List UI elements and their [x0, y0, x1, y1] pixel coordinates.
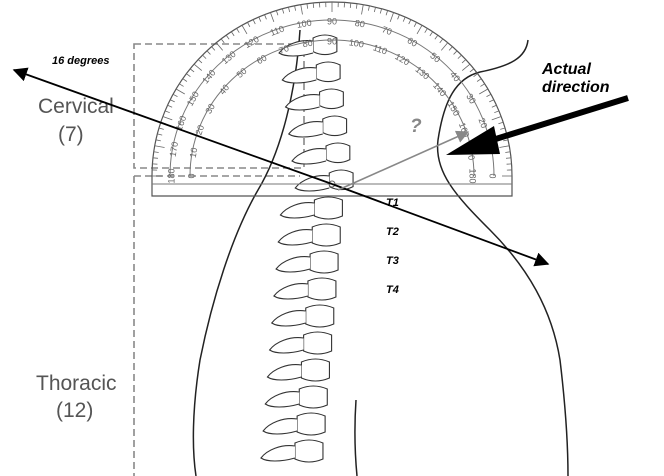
inner-scale-label-10: 100: [348, 37, 365, 49]
outer-scale-label-1: 170: [168, 141, 180, 158]
measured-direction-arrow: [337, 130, 470, 191]
inner-scale-label-4: 40: [217, 82, 231, 96]
inner-scale-label-9: 90: [327, 36, 337, 46]
vertebra-process: [279, 202, 315, 219]
actual-direction-arrow: [446, 95, 629, 155]
vertebra-process: [277, 229, 313, 246]
inner-scale-label-12: 120: [393, 51, 411, 67]
thoracic-count: (12): [56, 399, 93, 422]
vertebra-process: [273, 283, 309, 300]
body-outline: [192, 29, 569, 476]
outer-scale-label-8: 100: [296, 17, 313, 29]
inner-scale-label-14: 140: [431, 80, 448, 98]
vertebra-body: [300, 358, 330, 382]
inner-scale-label-18: 180: [468, 168, 478, 183]
inner-scale-label-0: 0: [186, 173, 196, 178]
vertebra-body: [296, 412, 326, 436]
vertebra-process: [266, 364, 302, 381]
vertebra-body: [294, 439, 324, 463]
vertebra-process: [268, 337, 304, 354]
inner-scale-label-1: 10: [188, 147, 200, 159]
vertebra-process: [275, 256, 311, 273]
vertebra-process: [284, 94, 320, 111]
outer-scale-label-15: 30: [464, 92, 478, 106]
cervical-label: Cervical: [38, 95, 114, 118]
vertebra-process: [264, 391, 300, 408]
outer-scale-label-14: 40: [448, 70, 462, 84]
vertebra-body: [309, 250, 339, 274]
vertebra-label-t3: T3: [386, 255, 399, 267]
thoracic-label: Thoracic: [36, 372, 117, 395]
vertebra-process: [281, 67, 317, 84]
outer-scale-label-6: 120: [243, 34, 261, 50]
inner-scale-label-2: 20: [193, 124, 206, 137]
vertebra-process: [262, 418, 298, 435]
reference-direction-arrow-tail: [331, 183, 550, 267]
inner-scale-label-5: 50: [235, 66, 249, 80]
angle-label: 16 degrees: [52, 55, 109, 67]
inner-scale-label-8: 80: [302, 38, 314, 50]
outer-scale-label-18: 0: [488, 173, 498, 178]
vertebra-body: [325, 142, 351, 164]
actual-direction-label-line2: direction: [542, 79, 610, 96]
inner-scale-label-11: 110: [372, 42, 389, 56]
outer-scale-label-9: 90: [327, 16, 337, 26]
vertebra-body: [318, 88, 344, 110]
vertebra-body: [315, 61, 341, 83]
vertebra-body: [298, 385, 328, 409]
vertebra-body: [313, 196, 343, 220]
reference-direction-arrow: [12, 67, 333, 185]
vertebra-body: [322, 115, 348, 137]
outer-scale-label-16: 20: [477, 117, 490, 130]
vertebra-label-t1: T1: [386, 197, 399, 209]
outer-scale-label-2: 160: [174, 114, 189, 132]
outer-scale-label-3: 150: [185, 90, 201, 108]
vertebra-process: [287, 121, 323, 138]
vertebra-body: [303, 331, 333, 355]
outer-scale-label-11: 70: [381, 24, 394, 37]
outer-scale-label-7: 110: [269, 24, 286, 38]
cervical-count: (7): [58, 123, 84, 146]
actual-direction-label-line1: Actual: [541, 61, 591, 78]
vertebra-label-t4: T4: [386, 284, 399, 296]
outer-scale-label-0: 180: [166, 168, 176, 183]
vertebra-body: [305, 304, 335, 328]
outer-scale-label-13: 50: [428, 51, 442, 65]
cervical-region-box: [133, 43, 305, 169]
spine-column: [260, 34, 354, 463]
inner-scale-label-6: 60: [255, 53, 269, 67]
inner-scale-label-3: 30: [203, 102, 217, 116]
outer-scale-label-4: 140: [200, 68, 217, 86]
vertebra-process: [270, 310, 306, 327]
vertebra-process: [278, 40, 314, 57]
vertebra-process: [294, 175, 330, 192]
outer-scale-label-12: 60: [405, 35, 419, 49]
outer-scale-label-10: 80: [354, 18, 366, 30]
vertebra-body: [307, 277, 337, 301]
vertebra-process: [260, 445, 296, 462]
inner-scale-label-7: 70: [277, 43, 290, 56]
question-mark: ?: [410, 116, 422, 137]
vertebra-process: [291, 148, 327, 165]
vertebra-body: [311, 223, 341, 247]
vertebra-label-t2: T2: [386, 226, 399, 238]
